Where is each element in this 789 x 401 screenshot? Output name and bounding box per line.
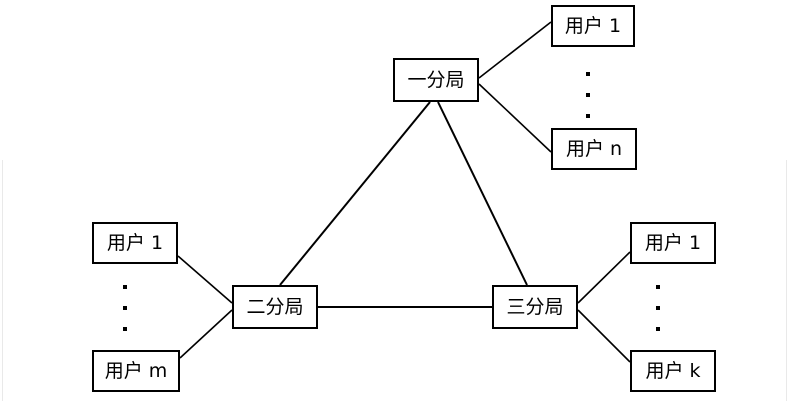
ellipsis-dot bbox=[656, 306, 660, 310]
node-user-branch3-first[interactable]: 用户 1 bbox=[630, 222, 716, 264]
ellipsis-dot bbox=[586, 72, 590, 76]
node-label: 二分局 bbox=[246, 295, 304, 318]
node-label: 用户 1 bbox=[644, 231, 702, 254]
edge-branch1-to-branch3 bbox=[437, 101, 528, 286]
ellipsis-dot bbox=[656, 327, 660, 331]
node-label: 三分局 bbox=[506, 295, 564, 318]
edge-branch2-to-b2userm bbox=[179, 309, 233, 359]
node-branch-1[interactable]: 一分局 bbox=[393, 58, 479, 102]
ellipsis-dot bbox=[656, 285, 660, 289]
node-branch-3[interactable]: 三分局 bbox=[492, 285, 578, 329]
edge-branch3-to-b3user1 bbox=[577, 251, 631, 304]
node-label: 用户 1 bbox=[564, 14, 622, 37]
node-label: 用户 k bbox=[645, 359, 701, 382]
node-branch-2[interactable]: 二分局 bbox=[232, 285, 318, 329]
node-label: 用户 m bbox=[104, 359, 168, 382]
edge-branch1-to-b1usern bbox=[478, 83, 552, 153]
node-user-branch1-first[interactable]: 用户 1 bbox=[551, 5, 635, 47]
edge-branch1-to-branch2 bbox=[279, 101, 431, 286]
node-user-branch2-last[interactable]: 用户 m bbox=[92, 350, 180, 392]
node-user-branch3-last[interactable]: 用户 k bbox=[630, 350, 716, 392]
edge-branch1-to-b1user1 bbox=[478, 21, 552, 79]
ellipsis-dot bbox=[586, 93, 590, 97]
ellipsis-dot bbox=[123, 327, 127, 331]
ellipsis-dot bbox=[123, 306, 127, 310]
node-label: 用户 1 bbox=[106, 231, 164, 254]
vertical-ellipsis-branch1 bbox=[585, 72, 591, 118]
node-label: 用户 n bbox=[565, 137, 623, 160]
ellipsis-dot bbox=[586, 114, 590, 118]
edge-branch3-to-b3userk bbox=[577, 309, 631, 363]
node-user-branch2-first[interactable]: 用户 1 bbox=[92, 222, 178, 264]
vertical-ellipsis-branch2 bbox=[122, 285, 128, 331]
node-label: 一分局 bbox=[407, 68, 465, 91]
node-user-branch1-last[interactable]: 用户 n bbox=[551, 128, 637, 170]
vertical-ellipsis-branch3 bbox=[655, 285, 661, 331]
frame-right-line bbox=[786, 160, 787, 401]
frame-left-line bbox=[2, 160, 3, 401]
ellipsis-dot bbox=[123, 285, 127, 289]
edge-branch2-to-b2user1 bbox=[177, 255, 233, 304]
